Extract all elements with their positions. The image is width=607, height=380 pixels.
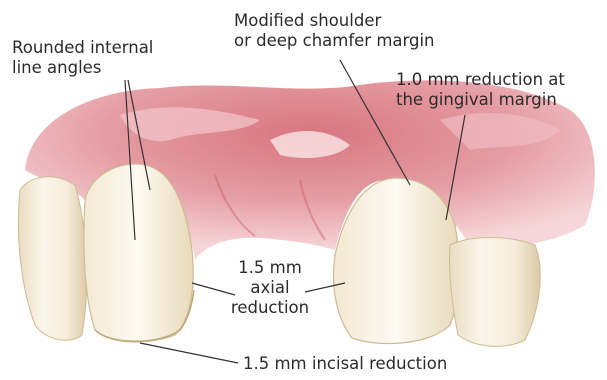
tooth-left-canine bbox=[18, 177, 86, 340]
leader-incisal bbox=[140, 343, 238, 363]
label-gingival-line-2: the gingival margin bbox=[396, 90, 565, 110]
label-rounded-line-1: Rounded internal bbox=[12, 38, 153, 58]
tooth-right-lateral bbox=[449, 238, 540, 347]
label-axial-line-2: axial bbox=[225, 278, 315, 298]
label-axial-line-3: reduction bbox=[225, 298, 315, 318]
label-gingival: 1.0 mm reduction at the gingival margin bbox=[396, 70, 565, 110]
label-axial-line-1: 1.5 mm bbox=[225, 258, 315, 278]
label-gingival-line-1: 1.0 mm reduction at bbox=[396, 70, 565, 90]
label-rounded-angles: Rounded internal line angles bbox=[12, 38, 153, 78]
label-axial: 1.5 mm axial reduction bbox=[225, 258, 315, 318]
label-shoulder-line-1: Modified shoulder bbox=[234, 11, 435, 31]
label-shoulder-line-2: or deep chamfer margin bbox=[234, 31, 435, 51]
label-shoulder: Modified shoulder or deep chamfer margin bbox=[234, 11, 435, 51]
label-incisal: 1.5 mm incisal reduction bbox=[243, 354, 447, 374]
label-rounded-line-2: line angles bbox=[12, 58, 153, 78]
